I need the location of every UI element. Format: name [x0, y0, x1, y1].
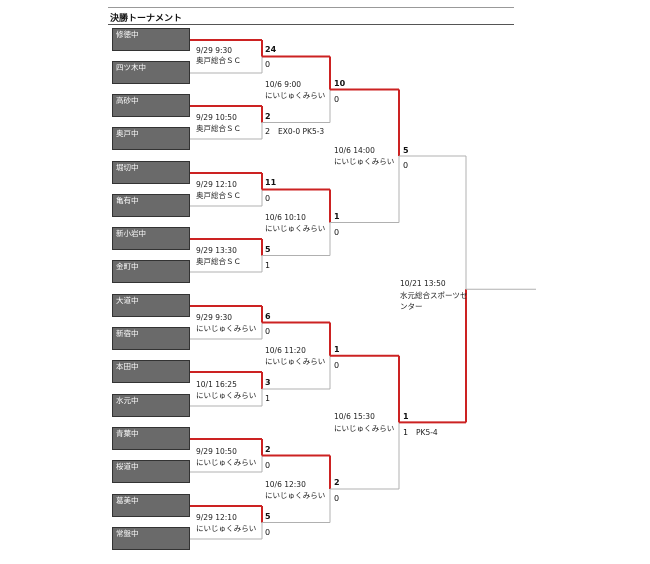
match-score: 0	[265, 327, 271, 336]
match-date: 9/29 10:50	[196, 447, 237, 456]
match-score: 5	[265, 245, 271, 254]
match-venue: 奥戸総合ＳＣ	[196, 257, 241, 266]
match-score: 6	[265, 312, 271, 321]
match-date: 9/29 12:10	[196, 180, 237, 189]
title-top-rule	[108, 7, 514, 8]
match-score: 0	[334, 95, 340, 104]
final-venue: 水元総合スポーツセンター	[400, 291, 468, 311]
match-date: 10/6 9:00	[265, 80, 302, 89]
match-date: 10/6 14:00	[334, 146, 375, 155]
match-date: 10/6 12:30	[265, 480, 306, 489]
team-box: 常盤中	[112, 527, 190, 550]
match-score: 0	[334, 361, 340, 370]
team-box: 青葉中	[112, 427, 190, 450]
team-box: 本田中	[112, 360, 190, 383]
match-date: 10/6 11:20	[265, 346, 306, 355]
match-venue: にいじゅくみらい	[334, 424, 395, 433]
match-score: 0	[265, 60, 271, 69]
team-box: 四ツ木中	[112, 61, 190, 84]
match-score: 2	[265, 112, 271, 121]
match-note: PK5-4	[416, 428, 438, 437]
title-underline	[108, 24, 514, 25]
match-score: 5	[403, 146, 409, 155]
match-date: 10/6 10:10	[265, 213, 306, 222]
team-box: 修徳中	[112, 28, 190, 51]
match-venue: にいじゅくみらい	[265, 491, 326, 500]
match-score: 24	[265, 45, 277, 54]
team-box: 新宿中	[112, 327, 190, 350]
match-venue: 奥戸総合ＳＣ	[196, 124, 241, 133]
final-date: 10/21 13:50	[400, 279, 446, 288]
match-score: 0	[265, 528, 271, 537]
match-score: 11	[265, 178, 277, 187]
match-note: EX0-0 PK5-3	[278, 127, 325, 136]
match-date: 10/6 15:30	[334, 412, 375, 421]
match-venue: にいじゅくみらい	[196, 324, 257, 333]
match-date: 9/29 9:30	[196, 313, 233, 322]
team-box: 堀切中	[112, 161, 190, 184]
team-box: 奥戸中	[112, 127, 190, 150]
match-date: 10/1 16:25	[196, 380, 237, 389]
team-box: 桜道中	[112, 460, 190, 483]
match-venue: 奥戸総合ＳＣ	[196, 191, 241, 200]
page-title: 決勝トーナメント	[110, 14, 183, 24]
match-score: 2	[265, 127, 271, 136]
match-date: 9/29 12:10	[196, 513, 237, 522]
match-score: 1	[403, 428, 409, 437]
match-venue: にいじゅくみらい	[334, 157, 395, 166]
match-venue: にいじゅくみらい	[196, 458, 257, 467]
match-score: 10	[334, 79, 346, 88]
match-score: 2	[334, 478, 340, 487]
match-score: 2	[265, 445, 271, 454]
match-score: 0	[334, 494, 340, 503]
match-score: 1	[334, 212, 340, 221]
match-venue: にいじゅくみらい	[196, 524, 257, 533]
match-venue: にいじゅくみらい	[265, 357, 326, 366]
match-score: 1	[265, 261, 271, 270]
match-score: 0	[334, 228, 340, 237]
match-score: 3	[265, 378, 271, 387]
match-score: 0	[265, 461, 271, 470]
match-score: 0	[403, 161, 409, 170]
match-score: 1	[403, 412, 409, 421]
match-date: 9/29 10:50	[196, 113, 237, 122]
team-box: 高砂中	[112, 94, 190, 117]
team-box: 新小岩中	[112, 227, 190, 250]
match-venue: 奥戸総合ＳＣ	[196, 56, 241, 65]
match-venue: にいじゅくみらい	[265, 91, 326, 100]
match-score: 1	[334, 345, 340, 354]
match-venue: にいじゅくみらい	[265, 224, 326, 233]
team-box: 葛美中	[112, 494, 190, 517]
match-date: 9/29 9:30	[196, 46, 233, 55]
team-box: 亀有中	[112, 194, 190, 217]
match-date: 9/29 13:30	[196, 246, 237, 255]
team-box: 水元中	[112, 394, 190, 417]
match-score: 1	[265, 394, 271, 403]
team-box: 大道中	[112, 294, 190, 317]
match-score: 5	[265, 512, 271, 521]
match-score: 0	[265, 194, 271, 203]
team-box: 金町中	[112, 260, 190, 283]
match-venue: にいじゅくみらい	[196, 391, 257, 400]
